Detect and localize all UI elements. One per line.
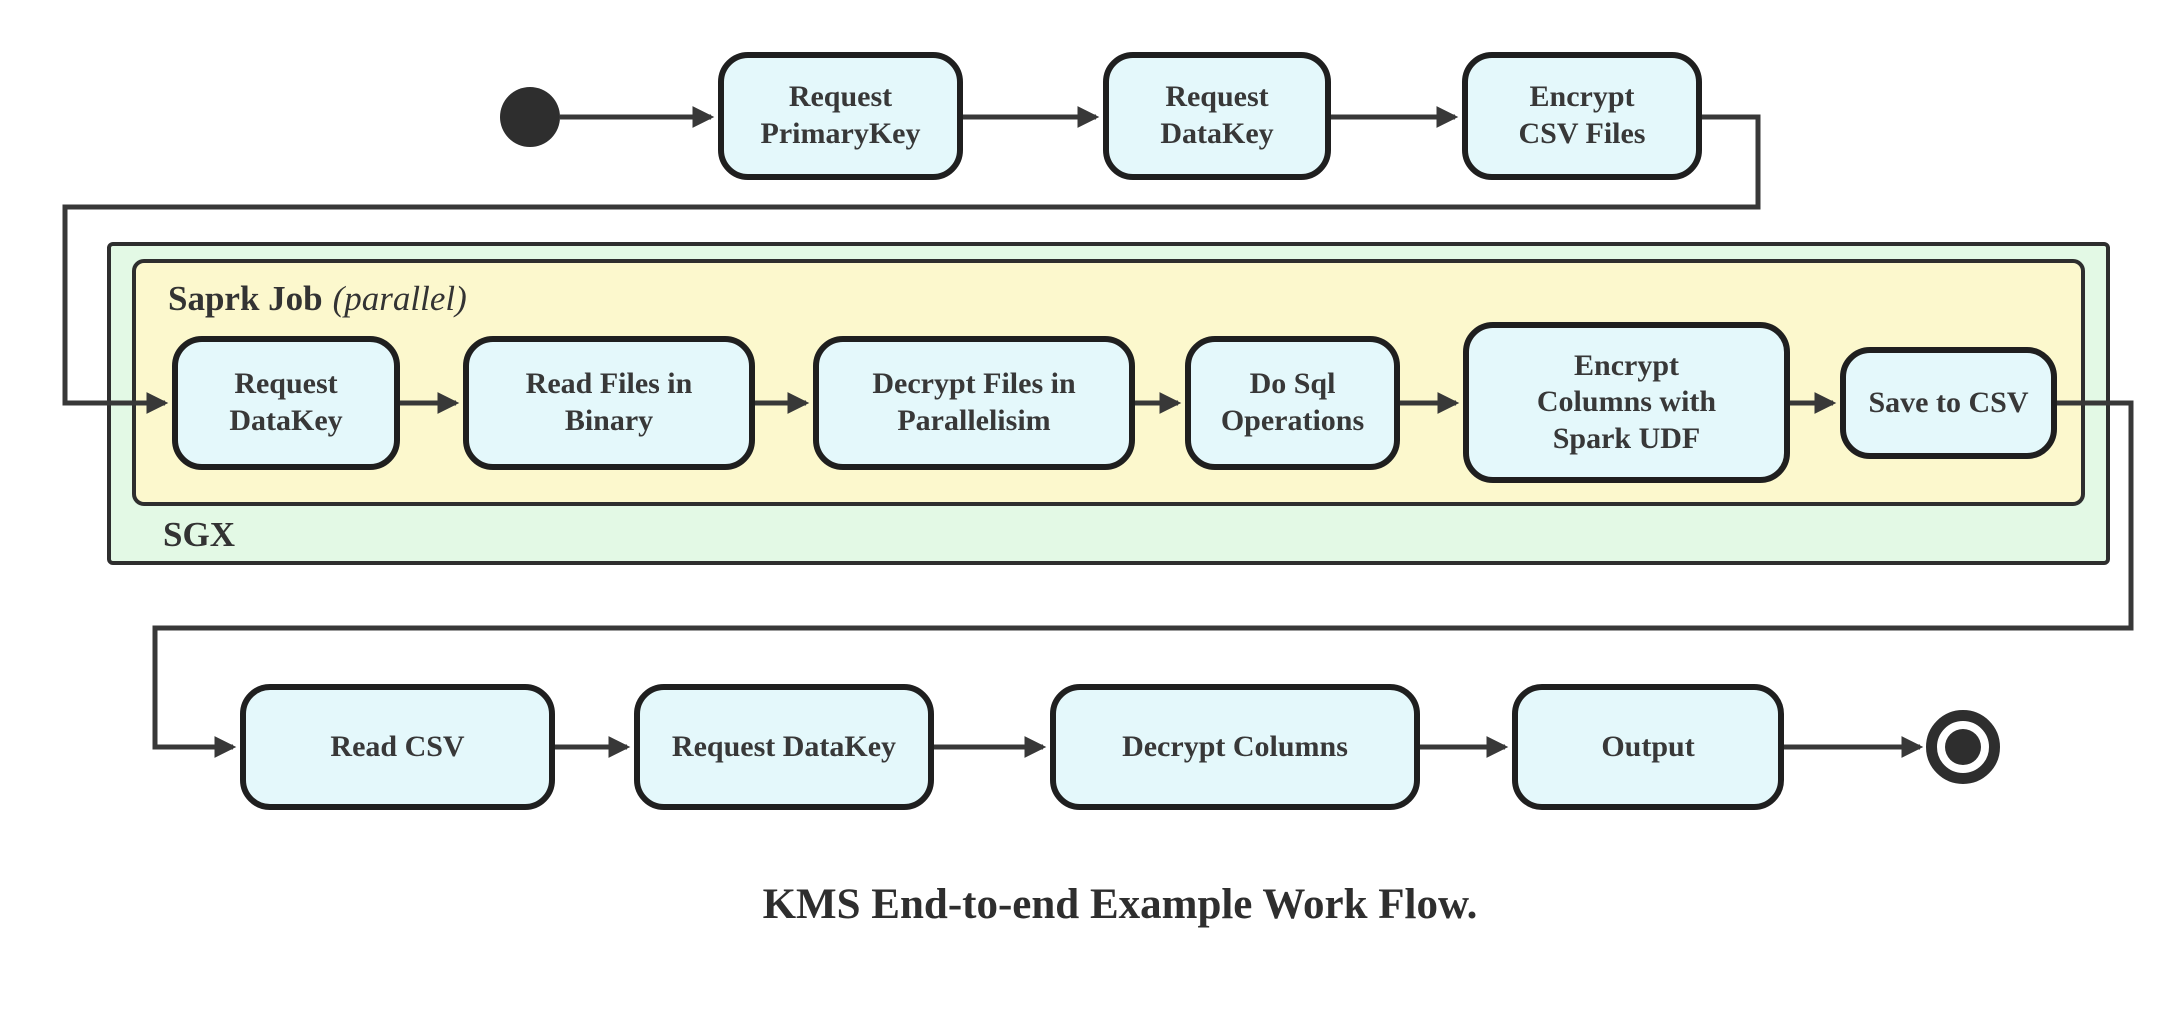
node-save-to-csv: Save to CSV (1840, 347, 2057, 459)
node-save-to-csv-label: Save to CSV (1868, 385, 2029, 419)
end-node-ring (1926, 710, 2000, 784)
node-output-label: Output (1601, 729, 1695, 763)
node-spark-request-datakey: Request DataKey (172, 336, 400, 470)
node-do-sql-operations-label: Do Sql Operations (1220, 367, 1365, 437)
spark-job-label-text: Saprk Job (168, 279, 323, 318)
node-request-datakey-top-label: Request DataKey (1160, 80, 1274, 150)
spark-job-qualifier: (parallel) (332, 279, 467, 318)
node-read-files-in-binary: Read Files in Binary (463, 336, 755, 470)
start-node (500, 87, 560, 147)
spark-job-label: Saprk Job(parallel) (168, 279, 467, 319)
node-output: Output (1512, 684, 1784, 810)
end-node-dot (1945, 729, 1981, 765)
node-decrypt-columns: Decrypt Columns (1050, 684, 1420, 810)
node-encrypt-csv-files-label: Encrypt CSV Files (1518, 80, 1646, 150)
node-decrypt-files-in-parallelisim: Decrypt Files in Parallelisim (813, 336, 1135, 470)
node-request-datakey-bottom: Request DataKey (634, 684, 934, 810)
node-encrypt-csv-files: Encrypt CSV Files (1462, 52, 1702, 180)
sgx-label: SGX (163, 515, 235, 554)
node-read-files-in-binary-label: Read Files in Binary (525, 367, 693, 437)
node-decrypt-files-in-parallelisim-label: Decrypt Files in Parallelisim (872, 367, 1076, 437)
node-do-sql-operations: Do Sql Operations (1185, 336, 1400, 470)
node-request-primarykey-label: Request PrimaryKey (760, 80, 921, 150)
node-encrypt-columns-with-spark-udf-label: Encrypt Columns with Spark UDF (1536, 348, 1717, 455)
diagram-caption: KMS End-to-end Example Work Flow. (762, 881, 1478, 928)
node-request-datakey-bottom-label: Request DataKey (671, 729, 897, 763)
node-encrypt-columns-with-spark-udf: Encrypt Columns with Spark UDF (1463, 322, 1790, 483)
node-request-primarykey: Request PrimaryKey (718, 52, 963, 180)
node-read-csv: Read CSV (240, 684, 555, 810)
node-decrypt-columns-label: Decrypt Columns (1122, 729, 1348, 763)
node-spark-request-datakey-label: Request DataKey (229, 367, 343, 437)
node-request-datakey-top: Request DataKey (1103, 52, 1331, 180)
node-read-csv-label: Read CSV (330, 729, 465, 763)
